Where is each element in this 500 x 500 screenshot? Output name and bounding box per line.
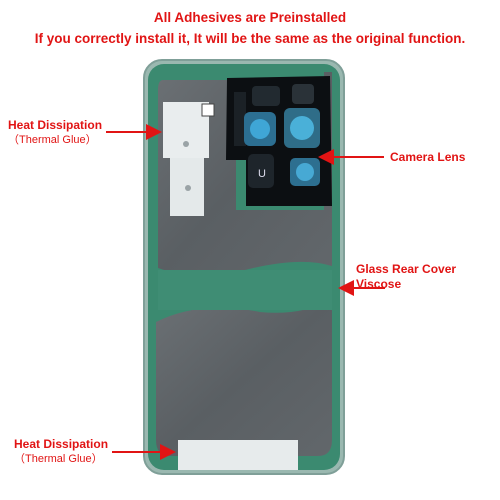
svg-text:U: U xyxy=(258,168,266,180)
glass-lower xyxy=(156,300,332,456)
lens-cover-3 xyxy=(248,154,274,188)
callout-title: Camera Lens xyxy=(390,150,466,164)
callout-camera-lens: Camera Lens xyxy=(390,150,465,165)
thermal-glue-bottom xyxy=(178,440,298,470)
callout-heat-dissipation-bottom: Heat Dissipation （Thermal Glue） xyxy=(14,437,108,467)
camera-module: U xyxy=(226,76,332,206)
callout-subtitle: （Thermal Glue） xyxy=(8,134,97,146)
callout-heat-dissipation-top: Heat Dissipation （Thermal Glue） xyxy=(8,118,102,148)
callout-title: Heat Dissipation xyxy=(14,437,109,451)
callout-arrows xyxy=(106,124,385,460)
callout-glass-rear-cover-viscose: Glass Rear Cover Viscose xyxy=(356,262,500,292)
thermal-glue-top xyxy=(163,102,215,216)
callout-title: Glass Rear Cover Viscose xyxy=(356,262,457,291)
headline: All Adhesives are Preinstalled xyxy=(153,10,347,25)
subheadline: If you correctly install it, It will be … xyxy=(34,31,466,46)
callout-title: Heat Dissipation xyxy=(8,118,103,132)
callout-subtitle: （Thermal Glue） xyxy=(14,453,103,465)
